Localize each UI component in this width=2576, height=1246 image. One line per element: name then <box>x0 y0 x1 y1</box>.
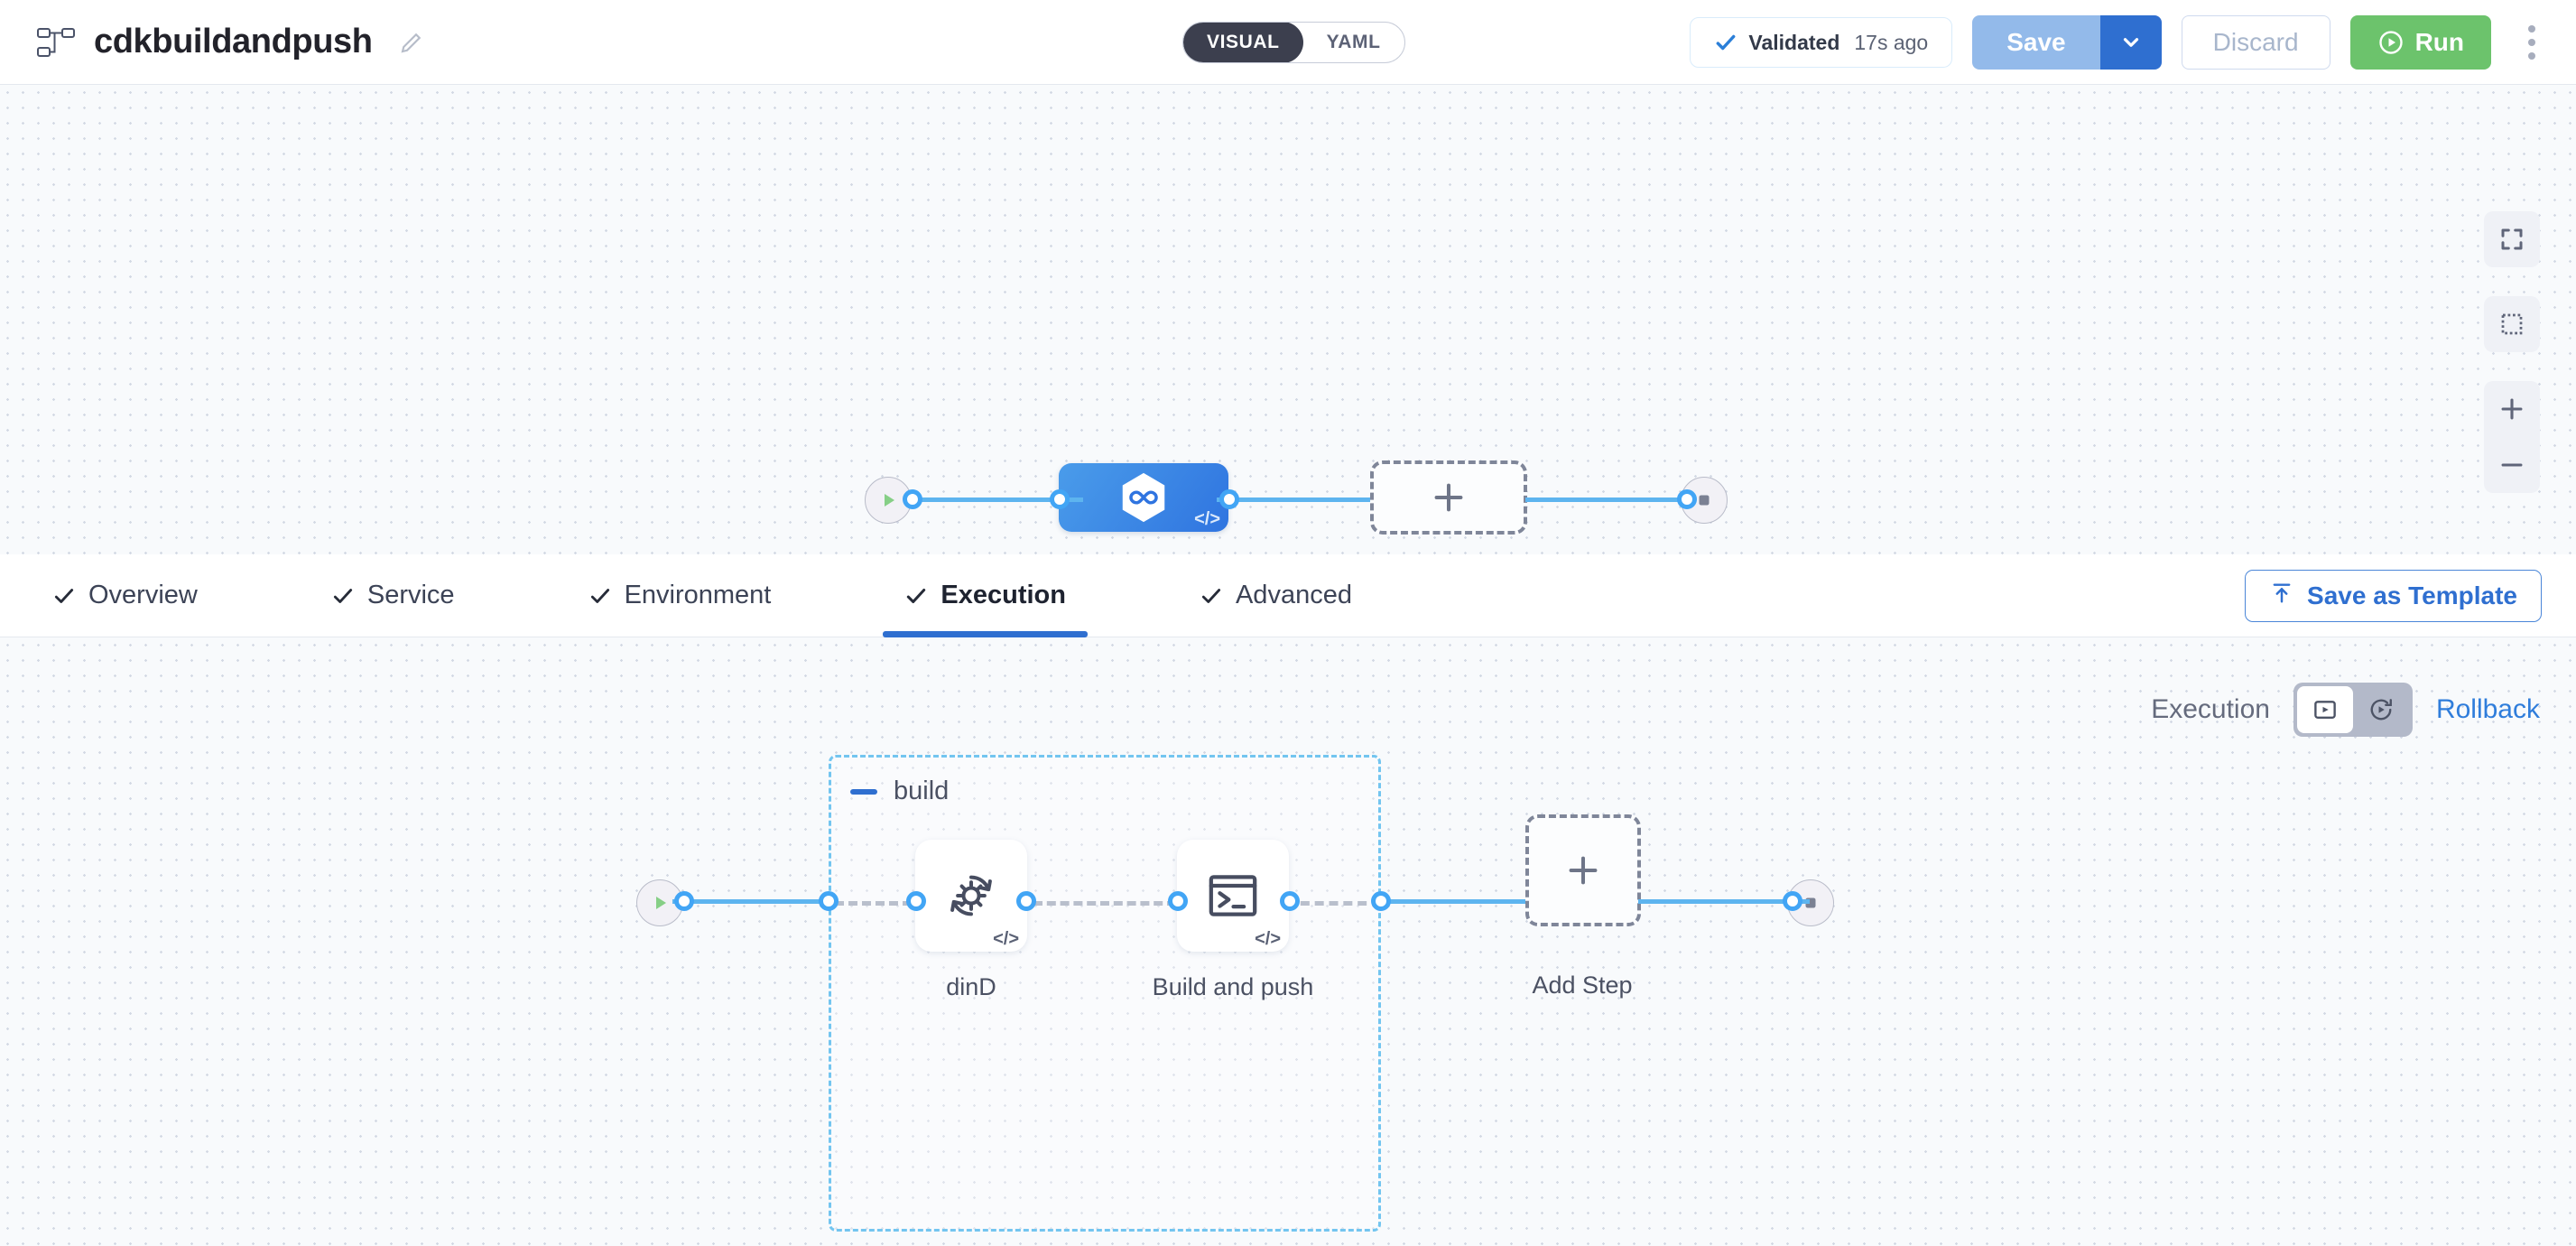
exec-link-add-end <box>1638 899 1810 904</box>
rollback-mode-icon[interactable] <box>2353 686 2409 733</box>
dind-in-connector[interactable] <box>906 891 926 911</box>
tab-advanced[interactable]: Advanced <box>1194 554 1357 637</box>
zoom-in-icon[interactable] <box>2484 381 2540 437</box>
tab-label: Environment <box>624 581 772 609</box>
stage-node-ckd[interactable]: </> <box>1059 463 1228 532</box>
exec-link-group-add <box>1381 899 1525 904</box>
fit-to-screen-icon[interactable] <box>2484 211 2540 267</box>
stage-ckd-in-connector[interactable] <box>1050 489 1070 509</box>
zoom-out-icon[interactable] <box>2484 437 2540 493</box>
selection-box-icon[interactable] <box>2484 296 2540 352</box>
run-label: Run <box>2414 28 2464 56</box>
tab-label: Service <box>366 581 455 609</box>
hexagon-infinity-icon <box>1116 470 1172 525</box>
canvas-controls <box>2484 211 2540 493</box>
kebab-menu-icon[interactable] <box>2511 15 2553 70</box>
play-icon <box>656 897 666 909</box>
rollback-label[interactable]: Rollback <box>2435 694 2540 724</box>
step-group-title: build <box>894 776 950 805</box>
add-step-button[interactable] <box>1525 814 1641 926</box>
exec-link-build-groupend <box>1286 901 1381 906</box>
step-label-dind: dinD <box>946 973 996 1000</box>
execution-toolbar: Execution Rollback <box>2151 683 2540 737</box>
check-icon <box>1714 31 1737 54</box>
stage-link-add-end <box>1525 497 1688 502</box>
buildpush-out-connector[interactable] <box>1280 891 1300 911</box>
zoom-controls[interactable] <box>2484 381 2540 493</box>
add-stage-button[interactable] <box>1370 460 1527 535</box>
tab-overview[interactable]: Overview <box>47 554 203 637</box>
terminal-icon <box>1209 875 1257 916</box>
tab-label: Advanced <box>1235 581 1352 609</box>
stage-link-ckd-add <box>1217 497 1370 502</box>
gear-refresh-icon <box>950 875 992 916</box>
tab-environment[interactable]: Environment <box>583 554 777 637</box>
check-icon <box>52 584 76 608</box>
execution-end-connector[interactable] <box>1783 891 1802 911</box>
view-mode-toggle[interactable]: VISUAL YAML <box>1182 22 1405 63</box>
header-actions: Validated 17s ago Save Discard Run <box>1690 0 2553 85</box>
app-header: cdkbuildandpush VISUAL YAML Validated 17… <box>0 0 2576 85</box>
status-badge[interactable]: Validated 17s ago <box>1690 17 1953 68</box>
step-group-build[interactable] <box>829 755 1381 1232</box>
config-tabbar: Overview Service Environment Execution A… <box>0 554 2576 637</box>
pipeline-icon <box>36 26 76 59</box>
save-as-template-button[interactable]: Save as Template <box>2245 570 2542 622</box>
check-icon <box>588 584 612 608</box>
check-icon <box>1200 584 1223 608</box>
exec-link-dind-build <box>1033 901 1176 906</box>
save-split-button[interactable]: Save <box>1972 15 2162 70</box>
play-circle-icon <box>2378 31 2403 54</box>
save-button[interactable]: Save <box>1972 15 2100 70</box>
execution-start-connector[interactable] <box>674 891 694 911</box>
execution-mode-icon[interactable] <box>2296 686 2353 733</box>
exec-link-start <box>672 899 835 904</box>
stop-icon <box>1699 495 1710 506</box>
code-badge: </> <box>1194 509 1220 529</box>
run-button[interactable]: Run <box>2349 15 2491 70</box>
stage-link-start <box>912 497 1083 502</box>
check-icon <box>904 584 928 608</box>
buildpush-in-connector[interactable] <box>1168 891 1188 911</box>
stage-end-connector[interactable] <box>1677 489 1697 509</box>
tab-label: Overview <box>88 581 198 609</box>
page-title: cdkbuildandpush <box>94 23 373 60</box>
code-badge: </> <box>1255 929 1281 949</box>
execution-mode-label: Execution <box>2151 694 2270 724</box>
code-badge: </> <box>993 929 1019 949</box>
discard-button[interactable]: Discard <box>2181 15 2330 70</box>
group-in-connector[interactable] <box>819 891 839 911</box>
tab-label: Execution <box>941 581 1066 609</box>
upload-template-icon <box>2269 581 2294 612</box>
step-node-build-and-push[interactable]: </> <box>1177 840 1289 952</box>
validated-label: Validated <box>1748 30 1840 54</box>
exec-link-group-dind <box>835 901 925 906</box>
execution-rollback-toggle[interactable] <box>2293 683 2413 737</box>
stage-start-connector[interactable] <box>903 489 922 509</box>
check-icon <box>331 584 355 608</box>
stage-canvas[interactable]: </> ckd Add Stage <box>0 85 2576 604</box>
validated-timestamp: 17s ago <box>1854 30 1929 54</box>
stage-ckd-out-connector[interactable] <box>1219 489 1239 509</box>
play-icon <box>885 494 894 507</box>
view-mode-visual[interactable]: VISUAL <box>1183 23 1303 62</box>
step-node-dind[interactable]: </> <box>915 840 1027 952</box>
add-step-label: Add Step <box>1532 972 1633 999</box>
pencil-icon[interactable] <box>398 29 425 56</box>
dind-out-connector[interactable] <box>1016 891 1036 911</box>
execution-canvas[interactable]: Execution Rollback <box>0 637 2576 1246</box>
tab-execution[interactable]: Execution <box>883 554 1088 637</box>
group-out-connector[interactable] <box>1371 891 1391 911</box>
header-left: cdkbuildandpush <box>36 23 425 61</box>
view-mode-yaml[interactable]: YAML <box>1326 32 1381 52</box>
step-label-build-and-push: Build and push <box>1152 973 1314 1000</box>
save-dropdown-button[interactable] <box>2099 15 2162 70</box>
tab-service[interactable]: Service <box>326 554 460 637</box>
minus-icon[interactable] <box>850 788 877 795</box>
step-group-header: build <box>850 776 949 806</box>
save-as-template-label: Save as Template <box>2307 581 2517 609</box>
